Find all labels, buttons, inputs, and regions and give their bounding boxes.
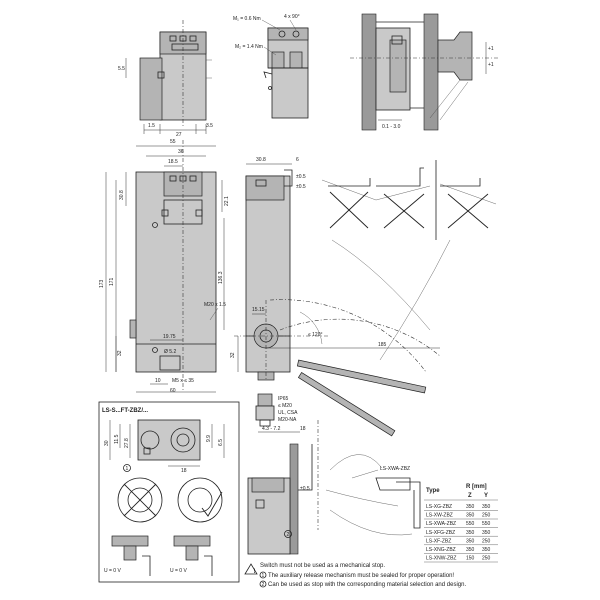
table-cell-z: 350 [466, 530, 475, 536]
notes: ! Switch must not be used as a mechanica… [244, 563, 466, 588]
dim-55: 55 [170, 139, 176, 145]
table-cell-z: 350 [466, 513, 475, 519]
table-cell-y: 350 [482, 547, 491, 553]
dim-27: 27 [176, 132, 182, 138]
dim-0-1-3-0: 0.1 - 3.0 [382, 124, 401, 130]
dim-15-15: 15.15 [252, 307, 265, 313]
table-cell-y: 350 [482, 504, 491, 510]
dim-60: 60 [170, 388, 176, 394]
table-cell-y: 250 [482, 513, 491, 519]
label-xwa: LS-XWA-ZBZ [380, 466, 410, 472]
dim-22-1: 22.1 [224, 196, 230, 206]
gland-ul: UL, CSA [278, 410, 298, 416]
dim-27-8: 27.8 [124, 438, 130, 448]
table-cell-type: LS-XNW-ZBZ [426, 556, 456, 562]
dim-pm05-b: ±0.5 [296, 184, 306, 190]
dim-185: 185 [378, 342, 387, 348]
dim-171: 171 [109, 277, 115, 286]
table-cell-z: 150 [466, 556, 475, 562]
front-view: 55 36 18.5 30.8 22.1 173 171 136.3 M20 x… [99, 139, 230, 394]
gland-ip: IP65 [278, 396, 289, 402]
table-cell-z: 350 [466, 547, 475, 553]
dim-d5-2: Ø 5.2 [164, 349, 176, 355]
torque-m2: M₂ = 1.4 Nm [235, 44, 263, 50]
dim-side-30-8: 30.8 [256, 157, 266, 163]
dim-11-5: 11.5 [114, 434, 120, 444]
dim-6-5: 6.5 [218, 439, 224, 446]
dim-5-5: 5.5 [118, 66, 125, 72]
gland-na: M20-NA [278, 417, 297, 423]
dim-m20: M20 x 1.5 [204, 302, 226, 308]
table-cell-y: 550 [482, 521, 491, 527]
note-callout-2: 2 [262, 582, 265, 588]
aux-voltage-1: U = 0 V [104, 568, 121, 574]
dim-4-3-7-2: 4.3 - 7.2 [262, 426, 281, 432]
dim-32-side: 32 [230, 352, 236, 358]
dim-19-75: 19.75 [163, 334, 176, 340]
note-1: The auxiliary release mechanism must be … [268, 573, 454, 579]
side-view: 30.8 6 ±0.5 ±0.5 15.15 32 ≤ 120° 185 [230, 157, 441, 437]
table-cell-y: 350 [482, 530, 491, 536]
table-type-label: Type [426, 488, 440, 494]
mounted-top-view: +1 +1 0.1 - 3.0 [350, 13, 500, 131]
dim-angle: ≤ 120° [308, 332, 322, 338]
dim-lower-18: 18 [300, 426, 306, 432]
warning-icon-mark: ! [254, 569, 256, 575]
dim-30-8: 30.8 [119, 190, 125, 200]
top-view: 5.5 1.5 27 3.5 [118, 20, 213, 138]
note-warning: Switch must not be used as a mechanical … [260, 563, 385, 569]
gland-m20: ≤ M20 [278, 403, 292, 409]
warning-icon [244, 563, 258, 575]
dim-173: 173 [99, 279, 105, 288]
aux-title: LS-S...FT-ZBZ/... [102, 408, 148, 414]
dim-aux-18: 18 [181, 468, 187, 474]
table-col-y: Y [484, 493, 488, 499]
dim-30: 30 [104, 440, 110, 446]
table-cell-y: 250 [482, 538, 491, 544]
table-r-label: R [mm] [466, 484, 487, 490]
screw-detail: M₁ = 0.6 Nm 4 x 90° M₂ = 1.4 Nm [233, 14, 309, 119]
dim-6: 6 [296, 157, 299, 163]
dim-m5: M5 x ≤ 35 [172, 378, 194, 384]
dim-32-front: 32 [117, 350, 123, 356]
dim-plus1-a: +1 [488, 46, 494, 52]
lower-callout-2: 2 [287, 532, 290, 538]
dim-plus1-b: +1 [488, 62, 494, 68]
table-cell-type: LS-XF-ZBZ [426, 538, 451, 544]
table-cell-type: LS-XWA-ZBZ [426, 521, 456, 527]
table-cell-type: LS-XNG-ZBZ [426, 547, 456, 553]
dim-pm05-a: ±0.5 [296, 174, 306, 180]
note-2: Can be used as stop with the correspondi… [268, 582, 466, 588]
note-callout-1: 1 [262, 573, 265, 579]
torque-screws: 4 x 90° [284, 14, 300, 20]
dim-9-9: 9.9 [206, 435, 212, 442]
table-cell-z: 350 [466, 538, 475, 544]
dim-136-3: 136.3 [218, 271, 224, 284]
aux-voltage-2: U = 0 V [170, 568, 187, 574]
actuator-sketches [321, 160, 497, 361]
table-cell-type: LS-XFG-ZBZ [426, 530, 455, 536]
dim-36: 36 [178, 149, 184, 155]
dim-lower-pm05: ±0.5 [300, 486, 310, 492]
dim-3-5: 3.5 [206, 123, 213, 129]
dim-18-5: 18.5 [168, 159, 178, 165]
dim-10: 10 [155, 378, 161, 384]
table-cell-y: 250 [482, 556, 491, 562]
aux-release-panel: LS-S...FT-ZBZ/... 30 11.5 27.8 9.9 6.5 1… [98, 401, 240, 583]
cable-gland: IP65 ≤ M20 UL, CSA M20-NA [255, 393, 298, 427]
dim-1-5: 1.5 [148, 123, 155, 129]
table-cell-type: LS-XW-ZBZ [426, 513, 453, 519]
torque-m1: M₁ = 0.6 Nm [233, 16, 261, 22]
aux-callout-1: 1 [126, 466, 129, 472]
table-col-z: Z [468, 493, 472, 499]
table-cell-type: LS-XG-ZBZ [426, 504, 452, 510]
table-cell-z: 350 [466, 504, 475, 510]
table-cell-z: 550 [466, 521, 475, 527]
lower-mounting-view: 4.3 - 7.2 18 ±0.5 LS-XWA-ZBZ 2 [247, 420, 421, 555]
